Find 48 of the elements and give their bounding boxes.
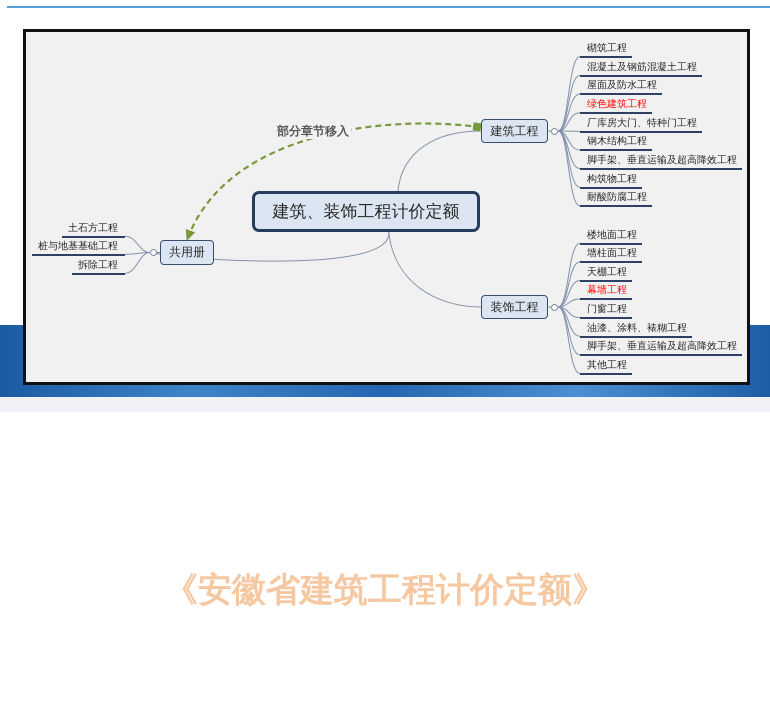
- connector-line: [124, 252, 150, 255]
- dashed-arrow: [186, 122, 482, 241]
- subtopic-label: 绿色建筑工程: [580, 98, 652, 114]
- subtopic-label: 屋面及防水工程: [580, 79, 662, 96]
- connector-line: [558, 130, 580, 188]
- subtopic-label: 脚手架、垂直运输及超高降效工程: [580, 340, 742, 356]
- connector-line: [558, 242, 580, 308]
- subtopic-label: 桩与地基基础工程: [32, 240, 125, 256]
- subtopic-label: 厂库房大门、特种门工程: [580, 116, 702, 133]
- subtopic-label: 楼地面工程: [580, 228, 642, 244]
- subtopic-label: 天棚工程: [580, 266, 632, 282]
- connector-line: [558, 306, 580, 318]
- connector-line: [558, 74, 580, 132]
- connector-line: [397, 130, 482, 192]
- connector-line: [558, 130, 580, 206]
- subtopic-label: 砌筑工程: [580, 42, 632, 58]
- subtopic-label: 混凝土及钢筋混凝土工程: [580, 60, 702, 77]
- connector-line: [548, 130, 552, 132]
- connector-line: [558, 56, 580, 132]
- subtopic-label: 拆除工程: [72, 258, 125, 274]
- subtopic-label: 土石方工程: [62, 222, 125, 238]
- connector-line: [558, 280, 580, 308]
- subtopic-label: 门窗工程: [580, 302, 632, 319]
- slide-title: 《安徽省建筑工程计价定额》: [164, 569, 606, 612]
- connector-line: [558, 130, 580, 170]
- central-topic-box: 建筑、装饰工程计价定额: [252, 191, 480, 232]
- connector-line: [558, 306, 580, 356]
- subtopic-label: 墙柱面工程: [580, 247, 642, 264]
- subtopic-label: 油漆、涂料、裱糊工程: [580, 322, 692, 338]
- connector-line: [548, 306, 552, 308]
- topic-box: 装饰工程: [481, 295, 548, 319]
- connector-line: [558, 261, 580, 308]
- connector-line: [558, 298, 580, 308]
- subtopic-label: 其他工程: [580, 358, 632, 375]
- connector-line: [558, 306, 580, 374]
- connector-line: [558, 306, 580, 337]
- subtopic-label: 脚手架、垂直运输及超高降效工程: [580, 154, 742, 170]
- subtopic-label: 耐酸防腐工程: [580, 191, 652, 208]
- subtopic-label: 幕墙工程: [580, 284, 632, 300]
- connector-line: [558, 130, 580, 150]
- topic-box: 建筑工程: [481, 119, 548, 143]
- connector-line: [558, 94, 580, 132]
- edge-label: 部分章节移入: [275, 124, 351, 139]
- subtopic-label: 钢木结构工程: [580, 135, 652, 152]
- connector-line: [124, 252, 150, 274]
- topic-box: 共用册: [160, 240, 214, 265]
- connector-line: [124, 236, 150, 253]
- subtopic-label: 构筑物工程: [580, 172, 642, 189]
